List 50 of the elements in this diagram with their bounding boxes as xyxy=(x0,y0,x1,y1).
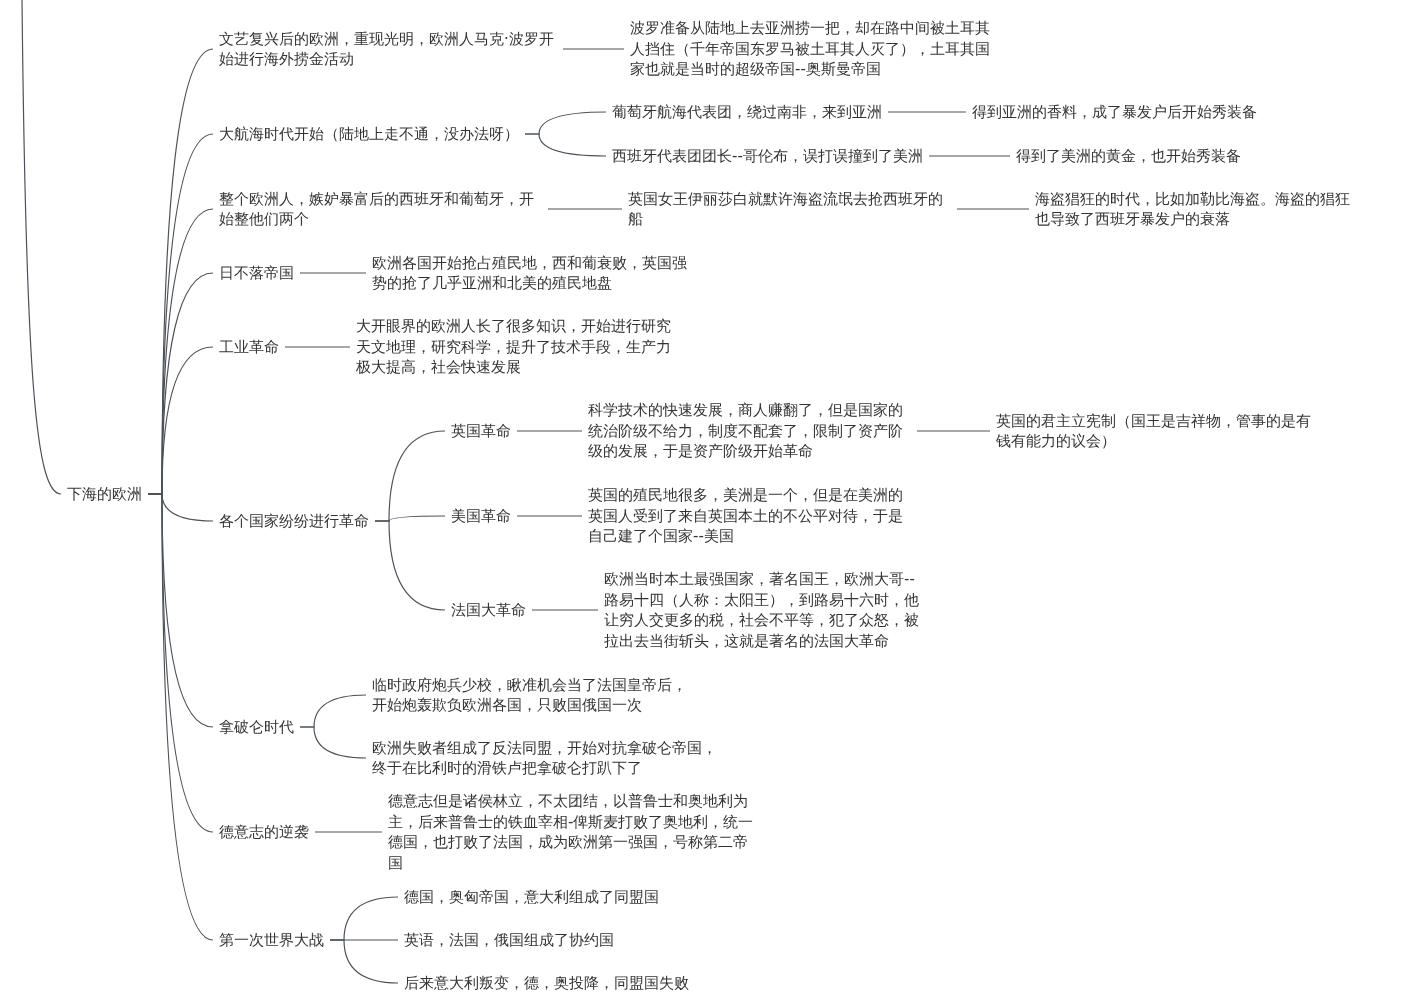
topic-text: 工业革命 xyxy=(219,336,279,357)
branch-line xyxy=(956,208,1030,210)
branch-line xyxy=(524,133,607,157)
branch-line xyxy=(374,520,446,611)
branch-line xyxy=(547,208,623,210)
topic-text: 英国的殖民地很多，美洲是一个，但是在美洲的英国人受到了来自英国本土的不公平对待，于是自己建了个国家--美国 xyxy=(588,485,911,547)
topic-text: 英国女王伊丽莎白就默许海盗流氓去抢西班牙的船 xyxy=(628,188,951,230)
branch-line xyxy=(562,48,625,50)
topic-text: 大开眼界的欧洲人长了很多知识，开始进行研究天文地理，研究科学，提升了技术手段，生产力极大提高，社会快速发展 xyxy=(356,316,679,378)
topic-text: 后来意大利叛变，德，奥投降，同盟国失败 xyxy=(404,972,689,993)
topic-text: 科学技术的快速发展，商人赚翻了，但是国家的统治阶级不给力，制度不配套了，限制了资产阶级的发展，于是资产阶级开始革命 xyxy=(588,400,911,462)
branch-line xyxy=(928,155,1011,157)
topic-text: 日不落帝国 xyxy=(219,262,294,283)
branch-line xyxy=(299,726,367,759)
topic-text: 德意志但是诸侯林立，不太团结，以普鲁士和奥地利为主，后来普鲁士的铁血宰相-俾斯麦打败了奥地利，统一德国，也打败了法国，成为欧洲第一强国，号称第二帝国 xyxy=(388,791,756,873)
branch-line xyxy=(916,430,991,432)
branch-line xyxy=(516,430,583,432)
topic-text: 欧洲各国开始抢占殖民地，西和葡衰败，英国强势的抢了几乎亚洲和北美的殖民地盘 xyxy=(372,252,695,294)
root-topic: 下海的欧洲 xyxy=(67,483,142,504)
branch-line xyxy=(516,515,583,517)
branch-line xyxy=(531,609,599,611)
topic-text: 英语，法国，俄国组成了协约国 xyxy=(404,929,614,950)
topic-text: 大航海时代开始（陆地上走不通，没办法呀） xyxy=(219,123,519,144)
branch-line xyxy=(887,111,967,113)
branch-line xyxy=(284,346,351,348)
topic-text: 海盗猖狂的时代，比如加勒比海盗。海盗的猖狂也导致了西班牙暴发户的衰落 xyxy=(1035,188,1358,230)
topic-text: 欧洲当时本土最强国家，著名国王，欧洲大哥--路易十四（人称：太阳王），到路易十六时，他让穷人交更多的税，社会不平等，犯了众怒，被拉出去当街斩头，这就是著名的法国大革命 xyxy=(604,569,927,651)
branch-line xyxy=(147,493,214,941)
topic-text: 得到了美洲的黄金，也开始秀装备 xyxy=(1016,145,1241,166)
topic-text: 英国的君主立宪制（国王是吉祥物，管事的是有钱有能力的议会） xyxy=(996,410,1319,452)
topic-text: 德意志的逆袭 xyxy=(219,821,309,842)
topic-text: 临时政府炮兵少校，瞅准机会当了法国皇帝后，开始炮轰欺负欧洲各国，只败国俄国一次 xyxy=(372,674,695,716)
topic-text: 西班牙代表团团长--哥伦布，误打误撞到了美洲 xyxy=(612,145,923,166)
branch-line xyxy=(21,0,62,495)
topic-text: 英国革命 xyxy=(451,420,511,441)
topic-text: 欧洲失败者组成了反法同盟，开始对抗拿破仑帝国，终于在比利时的滑铁卢把拿破仑打趴下了 xyxy=(372,737,725,779)
topic-text: 美国革命 xyxy=(451,505,511,526)
topic-text: 文艺复兴后的欧洲，重现光明，欧洲人马克·波罗开始进行海外捞金活动 xyxy=(219,28,557,70)
topic-text: 法国大革命 xyxy=(451,599,526,620)
topic-text: 第一次世界大战 xyxy=(219,929,324,950)
branch-line xyxy=(329,939,399,984)
topic-text: 拿破仑时代 xyxy=(219,716,294,737)
topic-text: 各个国家纷纷进行革命 xyxy=(219,510,369,531)
topic-text: 整个欧洲人，嫉妒暴富后的西班牙和葡萄牙，开始整他们两个 xyxy=(219,188,542,230)
topic-text: 波罗准备从陆地上去亚洲捞一把，却在路中间被土耳其人挡住（千年帝国东罗马被土耳其人灭了），土耳其国家也就是当时的超级帝国--奥斯曼帝国 xyxy=(630,18,998,80)
topic-text: 德国，奥匈帝国，意大利组成了同盟国 xyxy=(404,886,659,907)
branch-line xyxy=(299,272,367,274)
topic-text: 葡萄牙航海代表团，绕过南非，来到亚洲 xyxy=(612,101,882,122)
topic-text: 得到亚洲的香料，成了暴发户后开始秀装备 xyxy=(972,101,1257,122)
branch-line xyxy=(314,831,383,833)
